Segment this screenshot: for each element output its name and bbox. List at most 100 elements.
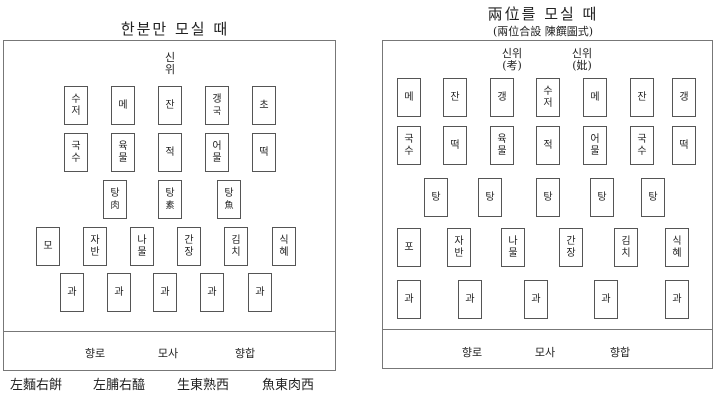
double-dish-card: 간 장 (559, 228, 583, 267)
single-incense-box: 향합 (234, 347, 256, 360)
double-dish-card: 과 (524, 280, 548, 319)
dish-label: 과 (465, 293, 475, 305)
dish-label: 김 치 (231, 234, 241, 258)
dish-label: 탕 (597, 191, 607, 203)
single-dish-card: 식 혜 (272, 227, 296, 266)
dish-sublabel: 국 (212, 106, 222, 117)
double-incense-burner: 향로 (461, 346, 483, 359)
double-dish-card: 메 (583, 78, 607, 117)
dish-label: 갱 (679, 91, 689, 103)
double-dish-card: 잔 (443, 78, 467, 117)
rule-4: 魚東肉西 (262, 378, 315, 393)
dish-label: 수 저 (543, 85, 553, 109)
single-divider (3, 331, 336, 332)
dish-label: 적 (165, 146, 175, 158)
double-divider (382, 329, 713, 330)
double-dish-card: 과 (665, 280, 689, 319)
double-dish-card: 과 (594, 280, 618, 319)
dish-label: 떡 (259, 146, 269, 158)
double-dish-card: 수 저 (536, 78, 560, 117)
dish-label: 탕 (648, 191, 658, 203)
dish-label: 과 (67, 286, 77, 298)
single-dish-card: 모 (36, 227, 60, 266)
single-dish-card: 과 (60, 273, 84, 312)
dish-label: 탕 (485, 191, 495, 203)
double-dish-card: 자 반 (447, 228, 471, 267)
single-dish-card: 자 반 (83, 227, 107, 266)
single-mosa: 모사 (157, 347, 179, 360)
double-title: 兩位를 모실 때 (487, 5, 599, 23)
single-dish-card: 과 (200, 273, 224, 312)
single-dish-card: 과 (107, 273, 131, 312)
double-spirit-label-mother: 신위 (妣) (571, 47, 593, 72)
double-dish-card: 어 물 (583, 126, 607, 165)
dish-label: 간 장 (566, 235, 576, 259)
dish-label: 탕 (165, 187, 175, 199)
double-dish-card: 떡 (672, 126, 696, 165)
double-dish-card: 갱 (672, 78, 696, 117)
single-dish-card: 어 물 (205, 133, 229, 172)
double-dish-card: 잔 (630, 78, 654, 117)
dish-label: 메 (590, 91, 600, 103)
double-dish-card: 식 혜 (665, 228, 689, 267)
rule-3: 生東熟西 (177, 378, 230, 393)
dish-sublabel: 素 (165, 200, 175, 211)
double-spirit-label-father: 신위 (考) (501, 47, 523, 72)
dish-label: 탕 (224, 187, 234, 199)
dish-label: 포 (404, 241, 414, 253)
double-dish-card: 육 물 (490, 126, 514, 165)
single-spirit-label: 신 위 (164, 51, 176, 76)
single-dish-card: 적 (158, 133, 182, 172)
dish-label: 과 (114, 286, 124, 298)
single-table-frame (3, 40, 336, 371)
dish-label: 나 물 (508, 235, 518, 259)
single-dish-card: 과 (153, 273, 177, 312)
dish-label: 김 치 (621, 235, 631, 259)
dish-label: 과 (404, 293, 414, 305)
single-dish-card: 수 저 (64, 86, 88, 125)
double-subtitle: (兩位合設 陳饌圖式) (492, 25, 594, 38)
double-dish-card: 김 치 (614, 228, 638, 267)
double-dish-card: 포 (397, 228, 421, 267)
dish-label: 과 (255, 286, 265, 298)
single-dish-card: 떡 (252, 133, 276, 172)
double-dish-card: 탕 (641, 178, 665, 217)
dish-sublabel: 魚 (224, 200, 234, 211)
single-title: 한분만 모실 때 (120, 20, 230, 38)
dish-label: 메 (118, 99, 128, 111)
single-dish-card: 초 (252, 86, 276, 125)
dish-label: 육 물 (118, 140, 128, 164)
double-dish-card: 메 (397, 78, 421, 117)
dish-label: 잔 (637, 91, 647, 103)
single-dish-card: 국 수 (64, 133, 88, 172)
dish-label: 초 (259, 99, 269, 111)
single-dish-card: 육 물 (111, 133, 135, 172)
double-dish-card: 적 (536, 126, 560, 165)
double-dish-card: 탕 (590, 178, 614, 217)
dish-label: 갱 (212, 93, 222, 105)
dish-label: 탕 (431, 191, 441, 203)
dish-label: 잔 (165, 99, 175, 111)
double-table-frame (382, 40, 713, 369)
dish-label: 과 (601, 293, 611, 305)
dish-label: 간 장 (184, 234, 194, 258)
rule-2: 左脯右醯 (93, 378, 146, 393)
dish-label: 탕 (110, 187, 120, 199)
dish-label: 육 물 (497, 133, 507, 157)
dish-label: 과 (672, 293, 682, 305)
dish-label: 갱 (497, 91, 507, 103)
single-incense-burner: 향로 (84, 347, 106, 360)
dish-label: 국 수 (637, 133, 647, 157)
double-dish-card: 국 수 (397, 126, 421, 165)
dish-label: 국 수 (71, 140, 81, 164)
double-dish-card: 과 (397, 280, 421, 319)
dish-label: 떡 (679, 139, 689, 151)
double-dish-card: 떡 (443, 126, 467, 165)
dish-label: 국 수 (404, 133, 414, 157)
dish-label: 과 (160, 286, 170, 298)
single-dish-card: 간 장 (177, 227, 201, 266)
dish-label: 수 저 (71, 93, 81, 117)
